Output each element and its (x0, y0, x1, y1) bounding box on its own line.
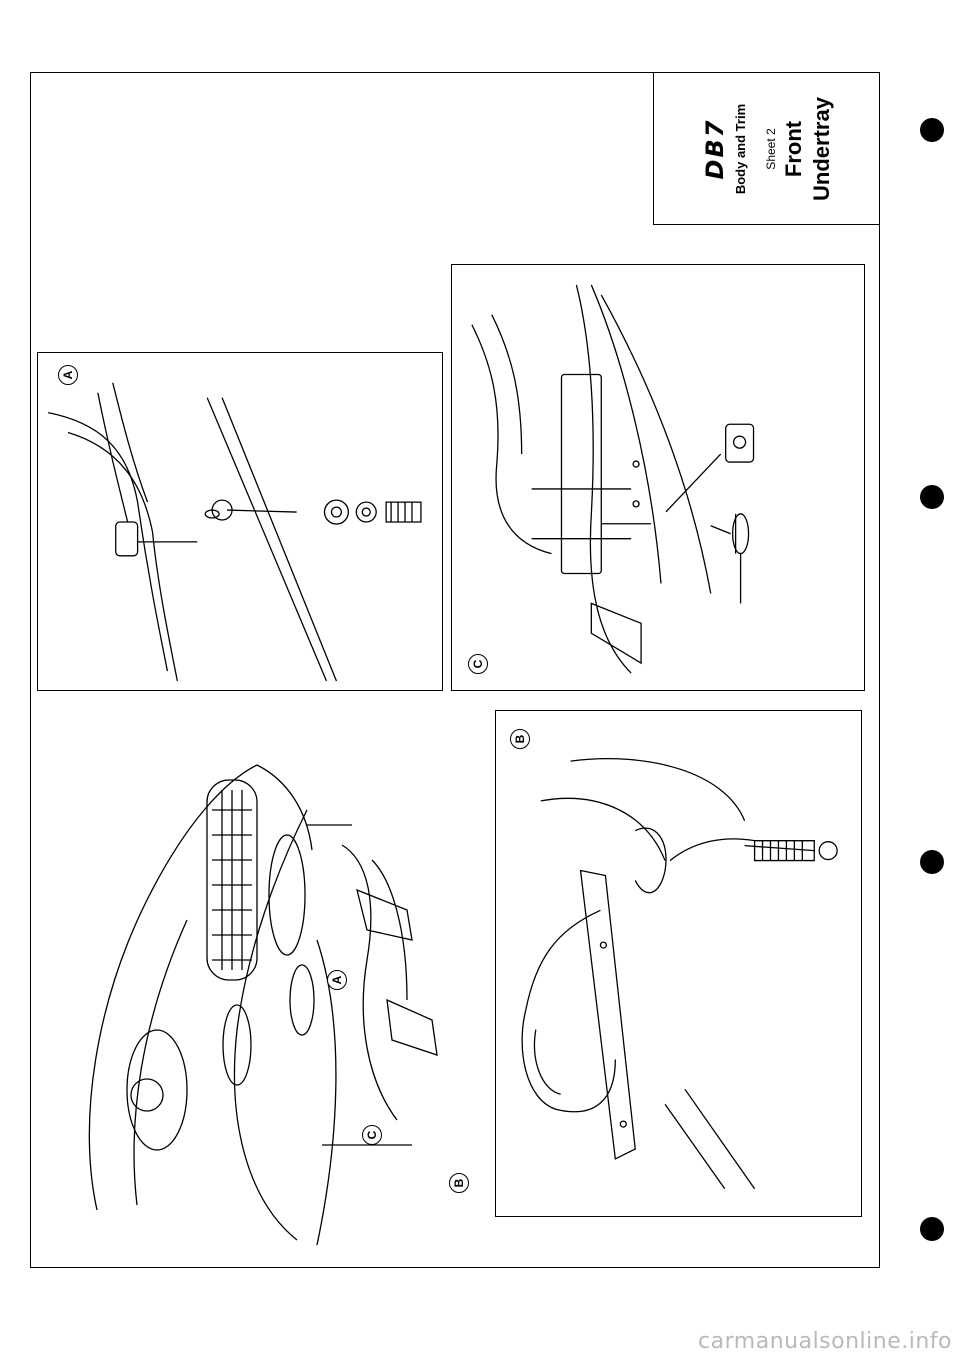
main-view: A C B (37, 700, 487, 1260)
section-title: Body and Trim (732, 103, 748, 194)
detail-panel-a: A (37, 352, 443, 691)
watermark: carmanualsonline.info (698, 1329, 952, 1354)
title-block-text: DB7 Body and Trim Sheet 2 Front Undertra… (654, 74, 880, 224)
callout-a: A (327, 970, 347, 990)
callout-c: C (362, 1125, 382, 1145)
binder-hole-4 (920, 1217, 944, 1241)
front-bumper-drawing (88, 764, 438, 1246)
detail-label-c: C (468, 654, 488, 674)
detail-label-a: A (58, 365, 78, 385)
binder-hole-1 (920, 118, 944, 142)
callout-b: B (449, 1173, 469, 1193)
sheet-title-line1: Front (780, 120, 806, 177)
binder-hole-3 (920, 850, 944, 874)
detail-panel-c: C (451, 264, 865, 691)
detail-a-drawing (48, 382, 422, 682)
detail-panel-b: B (495, 710, 862, 1217)
db7-logo: DB7 (700, 118, 729, 179)
title-block: DB7 Body and Trim Sheet 2 Front Undertra… (653, 73, 880, 225)
page-frame (30, 72, 880, 1268)
detail-b-drawing (521, 758, 838, 1190)
sheet-title-line2: Undertray (808, 96, 834, 201)
sheet-number: Sheet 2 (763, 127, 778, 170)
detail-label-b: B (510, 729, 530, 749)
detail-c-drawing (471, 284, 755, 674)
binder-hole-2 (920, 485, 944, 509)
